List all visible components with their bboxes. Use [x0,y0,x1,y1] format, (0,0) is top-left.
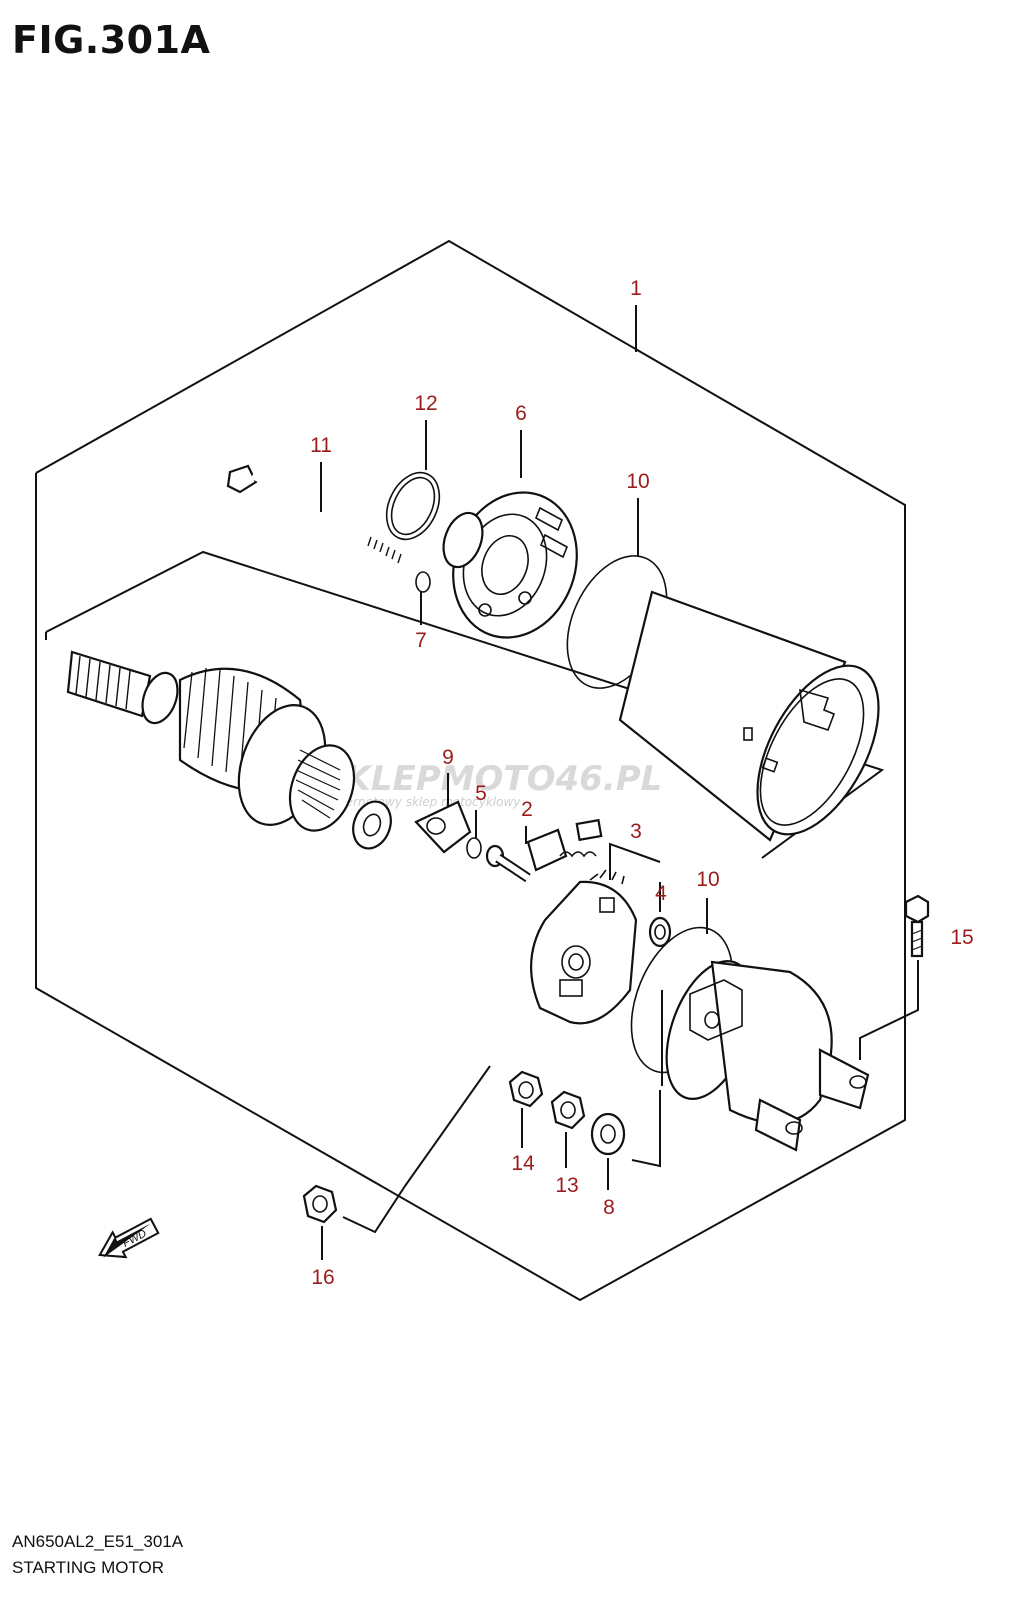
callout-4: 4 [655,882,667,905]
callout-5: 5 [475,782,487,805]
callout-14: 14 [511,1152,535,1175]
part-12-o-ring [385,471,441,541]
callout-16: 16 [311,1266,334,1289]
callout-11: 11 [310,434,332,457]
yoke-housing [618,590,880,842]
part-8-washer [590,1112,626,1156]
watermark-subtext: internetowy sklep motocyklowy [330,795,521,809]
part-2-terminal-bolt [485,818,603,883]
callout-15: 15 [950,926,973,949]
part-7-washer [415,571,431,593]
leader-lines [320,305,919,1260]
callouts: 1 12 6 11 10 7 9 5 2 3 4 10 15 14 13 8 1… [310,277,974,1289]
callout-8: 8 [603,1196,615,1219]
figure-code: AN650AL2_E51_301A [12,1532,184,1551]
part-9-plate [414,800,472,854]
callout-6: 6 [515,402,527,425]
part-15-bolt [904,894,930,958]
callout-10-lower: 10 [696,868,719,891]
part-16-nut [302,1184,338,1224]
armature [66,650,392,850]
callout-9: 9 [442,746,454,769]
callout-2: 2 [521,798,533,821]
fwd-arrow: FWD [98,1217,160,1259]
part-3-brush-holder [530,869,638,1025]
rear-end-cover [665,960,870,1152]
part-4-bearing [648,916,672,948]
part-13-nut [550,1090,586,1130]
part-5-washer [466,837,482,859]
figure-title: FIG.301A [12,18,211,62]
callout-7: 7 [415,629,427,652]
callout-10-upper: 10 [626,470,649,493]
watermark-text: SKLEPMOTO46.PL [320,759,662,799]
part-6-end-bracket [442,491,578,639]
assembly-outline [35,239,906,1302]
part-11-through-bolt [226,464,410,569]
part-14-nut [508,1070,544,1108]
figure-name: STARTING MOTOR [12,1558,165,1577]
callout-1: 1 [630,277,642,300]
callout-3: 3 [630,820,642,843]
callout-12: 12 [414,392,437,415]
callout-13: 13 [555,1174,578,1197]
